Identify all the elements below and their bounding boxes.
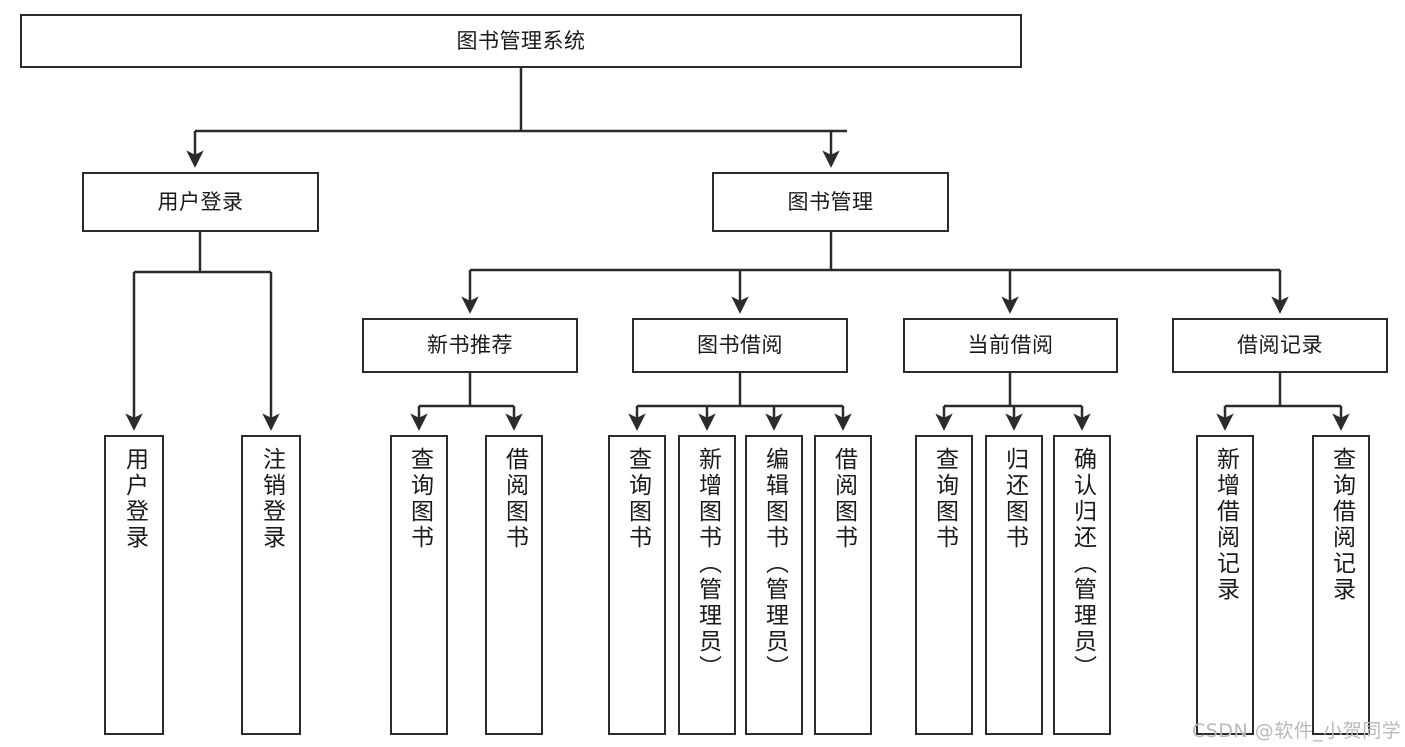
node-leaf-return-book-label: 归还图书 [1001, 447, 1028, 551]
node-leaf-add-book-label: 新增图书（管理员） [694, 447, 721, 681]
node-leaf-query-book-1[interactable]: 查询图书 [390, 435, 448, 735]
node-borrow-record-label: 借阅记录 [1237, 333, 1323, 358]
node-leaf-borrow-book-1[interactable]: 借阅图书 [485, 435, 543, 735]
node-leaf-return-book[interactable]: 归还图书 [985, 435, 1043, 735]
node-leaf-add-record[interactable]: 新增借阅记录 [1196, 435, 1254, 735]
node-leaf-borrow-book-1-label: 借阅图书 [501, 447, 528, 551]
node-leaf-query-record-label: 查询借阅记录 [1328, 447, 1355, 603]
node-book-borrow[interactable]: 图书借阅 [632, 318, 848, 373]
node-leaf-add-record-label: 新增借阅记录 [1212, 447, 1239, 603]
node-root-label: 图书管理系统 [456, 28, 586, 53]
node-borrow-record[interactable]: 借阅记录 [1172, 318, 1388, 373]
node-leaf-query-book-2[interactable]: 查询图书 [608, 435, 666, 735]
node-leaf-query-book-1-label: 查询图书 [406, 447, 433, 551]
node-book-manage[interactable]: 图书管理 [712, 172, 949, 232]
node-root[interactable]: 图书管理系统 [20, 14, 1022, 68]
node-leaf-borrow-book-2[interactable]: 借阅图书 [814, 435, 872, 735]
node-leaf-query-record[interactable]: 查询借阅记录 [1312, 435, 1370, 735]
node-leaf-query-book-3-label: 查询图书 [931, 447, 958, 551]
node-leaf-add-book[interactable]: 新增图书（管理员） [678, 435, 736, 735]
node-book-manage-label: 图书管理 [787, 189, 874, 214]
node-leaf-edit-book[interactable]: 编辑图书（管理员） [745, 435, 803, 735]
node-new-book-rec[interactable]: 新书推荐 [362, 318, 578, 373]
node-leaf-logout-label: 注销登录 [258, 447, 285, 551]
node-leaf-query-book-3[interactable]: 查询图书 [915, 435, 973, 735]
node-leaf-user-login-label: 用户登录 [121, 447, 148, 551]
node-leaf-confirm-return[interactable]: 确认归还（管理员） [1053, 435, 1111, 735]
node-leaf-edit-book-label: 编辑图书（管理员） [761, 447, 788, 681]
node-user-login-label: 用户登录 [157, 189, 244, 214]
node-leaf-confirm-return-label: 确认归还（管理员） [1069, 447, 1096, 681]
node-leaf-query-book-2-label: 查询图书 [624, 447, 651, 551]
node-current-borrow[interactable]: 当前借阅 [903, 318, 1118, 373]
node-new-book-rec-label: 新书推荐 [427, 333, 513, 358]
node-leaf-borrow-book-2-label: 借阅图书 [830, 447, 857, 551]
node-leaf-user-login[interactable]: 用户登录 [104, 435, 164, 735]
csdn-watermark: CSDN @软件_小贺同学 [1192, 720, 1402, 742]
node-book-borrow-label: 图书借阅 [697, 333, 783, 358]
node-current-borrow-label: 当前借阅 [967, 333, 1054, 358]
node-leaf-logout[interactable]: 注销登录 [241, 435, 301, 735]
node-user-login[interactable]: 用户登录 [82, 172, 319, 232]
